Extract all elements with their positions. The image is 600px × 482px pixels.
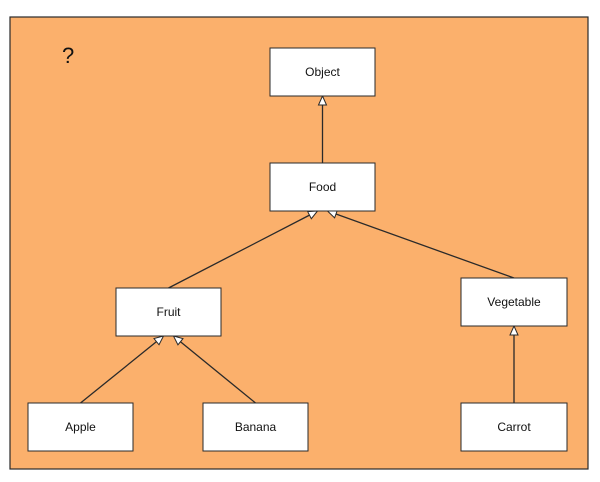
edge-banana-to-fruit: [172, 335, 256, 404]
node-object: Object: [269, 47, 376, 97]
node-vegetable: Vegetable: [460, 277, 568, 327]
node-box: [202, 402, 309, 452]
hollow-arrowhead-icon: [172, 335, 184, 346]
edge-line: [335, 213, 515, 279]
edge-line: [80, 341, 157, 404]
node-box: [269, 47, 376, 97]
edge-carrot-to-vegetable: [509, 324, 519, 403]
node-apple: Apple: [27, 402, 134, 452]
hollow-arrowhead-icon: [317, 94, 328, 106]
node-label: Apple: [65, 420, 96, 434]
node-box: [115, 287, 222, 337]
edge-apple-to-fruit: [80, 335, 165, 404]
node-banana: Banana: [202, 402, 309, 452]
node-label: Carrot: [497, 420, 531, 434]
node-label: Banana: [235, 420, 277, 434]
node-box: [460, 402, 568, 452]
edge-line: [180, 341, 256, 404]
hollow-arrowhead-icon: [509, 324, 519, 336]
node-label: Fruit: [157, 305, 182, 319]
edge-food-to-object: [317, 94, 328, 163]
edge-line: [168, 214, 310, 289]
node-label: Object: [305, 65, 340, 79]
node-box: [269, 162, 376, 212]
node-label: Food: [309, 180, 336, 194]
node-box: [460, 277, 568, 327]
hollow-arrowhead-icon: [153, 335, 165, 346]
node-label: Vegetable: [487, 295, 541, 309]
node-carrot: Carrot: [460, 402, 568, 452]
question-mark: ?: [62, 43, 74, 68]
node-box: [27, 402, 134, 452]
node-fruit: Fruit: [115, 287, 222, 337]
edges-layer: [80, 94, 519, 404]
node-food: Food: [269, 162, 376, 212]
